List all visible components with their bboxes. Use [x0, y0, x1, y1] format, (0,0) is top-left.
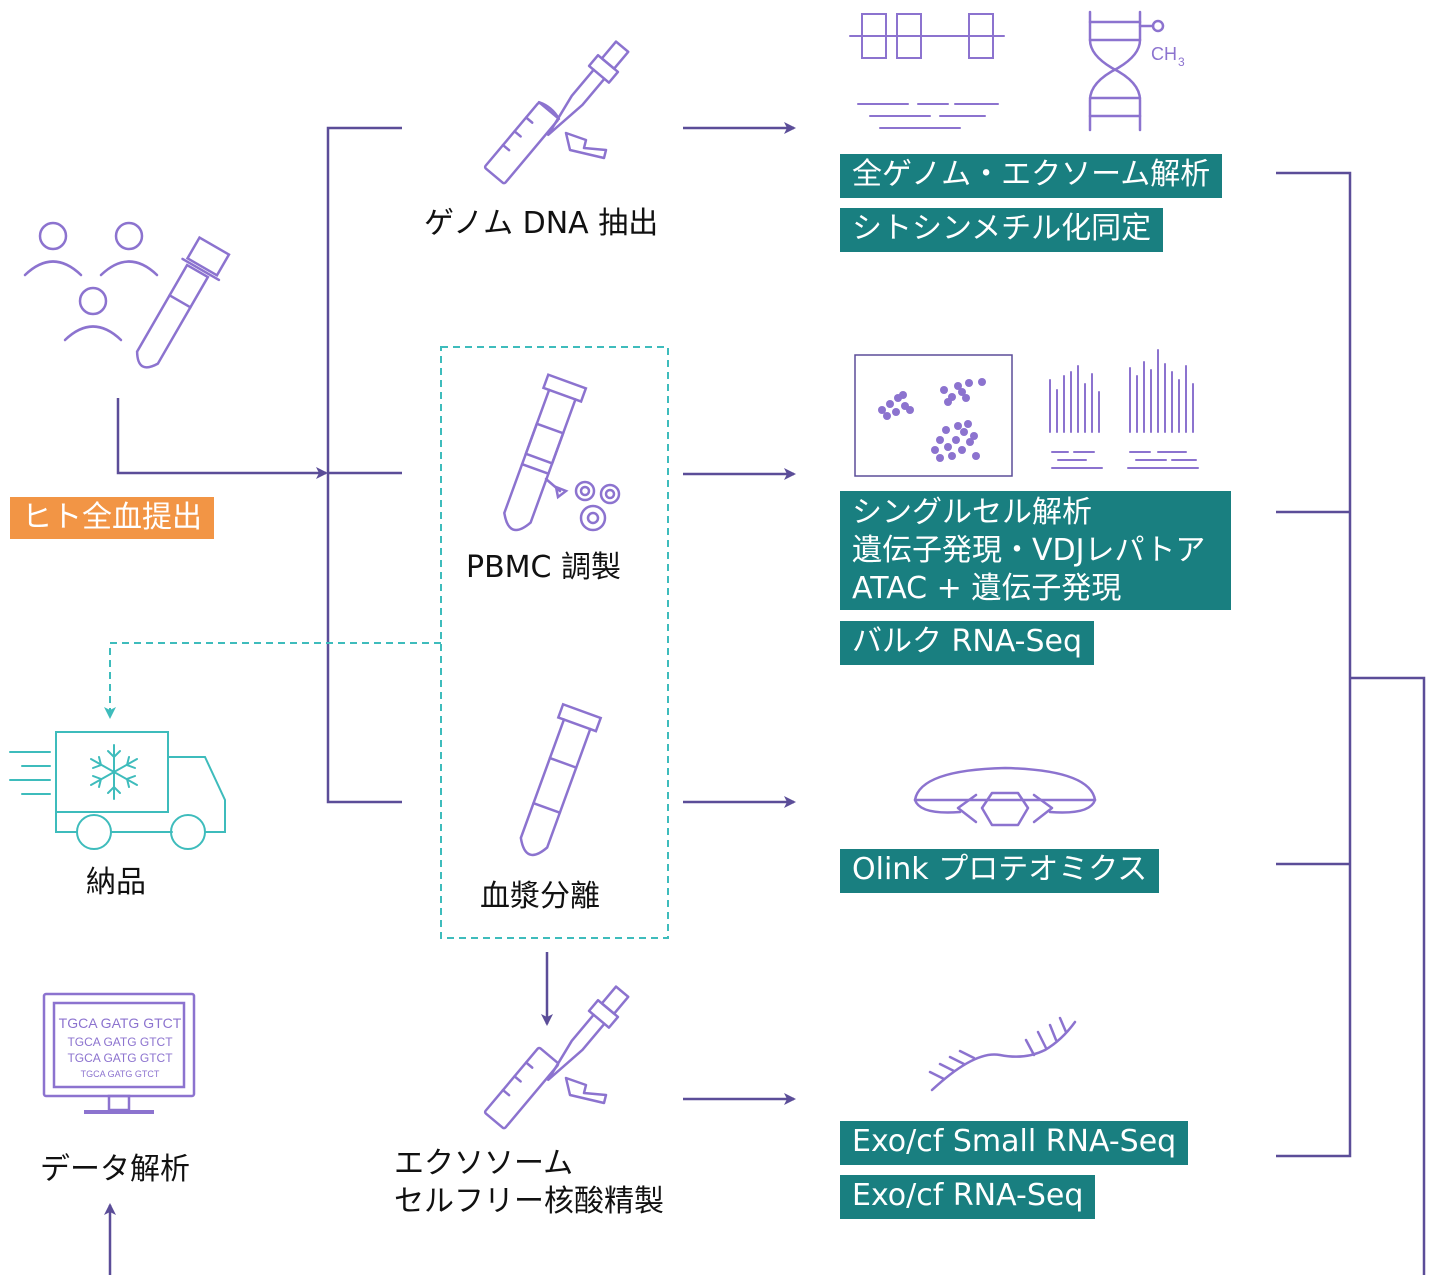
output-methyl-badge: シトシンメチル化同定: [840, 208, 1164, 252]
output-singlecell-line2: 遺伝子発現・VDJレパトア: [852, 533, 1206, 568]
output-bulk-badge: バルク RNA-Seq: [840, 621, 1095, 665]
step-plasma-label: 血漿分離: [480, 879, 600, 914]
pbmc-plasma-dashed-group: [104, 346, 669, 939]
people-with-blood-tube-icon: [23, 221, 231, 369]
rna-strand-icon: [928, 1016, 1077, 1092]
delivery-label: 納品: [86, 865, 146, 900]
sequence-text-1: TGCA GATG GTCT: [59, 1015, 182, 1031]
output-singlecell-badge: シングルセル解析 遺伝子発現・VDJレパトア ATAC + 遺伝子発現: [840, 491, 1231, 610]
olink-proximity-icon: [913, 766, 1097, 827]
sequence-text-4: TGCA GATG GTCT: [81, 1069, 160, 1079]
branch-bracket-line: [326, 126, 402, 804]
dna-methyl-icon: [1088, 10, 1165, 132]
monitor-sequence-icon: [42, 992, 196, 1114]
step-exosome-label: エクソソーム セルフリー核酸精製: [394, 1145, 664, 1220]
output-wgs-badge: 全ゲノム・エクソーム解析: [840, 154, 1223, 198]
connector-lines: [104, 122, 1426, 1275]
dashed-frame: [440, 346, 669, 939]
right-bracket-line: [1276, 171, 1352, 1158]
output-olink-badge: Olink プロテオミクス: [840, 849, 1160, 893]
ch3-label: CH: [1151, 44, 1177, 64]
analysis-label: データ解析: [40, 1152, 190, 1187]
source-to-branch-line: [116, 398, 328, 479]
output-singlecell-line3: ATAC + 遺伝子発現: [852, 571, 1122, 606]
source-badge: ヒト全血提出: [10, 497, 214, 539]
sequence-text-3: TGCA GATG GTCT: [67, 1051, 173, 1065]
genome-fragments-icon: [849, 13, 1005, 129]
output-exo-small-badge: Exo/cf Small RNA-Seq: [840, 1121, 1189, 1165]
step-dna-label: ゲノム DNA 抽出: [424, 206, 659, 241]
plasma-tube-icon: [519, 702, 603, 857]
ch3-subscript: 3: [1178, 55, 1185, 69]
delivery-dashed-line: [104, 642, 441, 719]
sequence-text-2: TGCA GATG GTCT: [67, 1035, 173, 1049]
step-exosome-line2: セルフリー核酸精製: [394, 1183, 664, 1219]
output-singlecell-title: シングルセル解析: [852, 495, 1092, 530]
pipette-tube-icon-dna: [483, 40, 630, 185]
frozen-delivery-truck-icon: [9, 731, 226, 850]
step-exosome-line1: エクソソーム: [394, 1146, 574, 1181]
pipette-tube-icon-exosome: [483, 985, 630, 1130]
return-line: [1350, 676, 1426, 1275]
step-pbmc-label: PBMC 調製: [466, 550, 622, 585]
sequencing-reads-icon: [1049, 349, 1199, 469]
pbmc-tube-icon: [503, 373, 621, 532]
single-cell-scatter-icon: [854, 354, 1013, 477]
output-exo-rna-badge: Exo/cf RNA-Seq: [840, 1175, 1096, 1219]
